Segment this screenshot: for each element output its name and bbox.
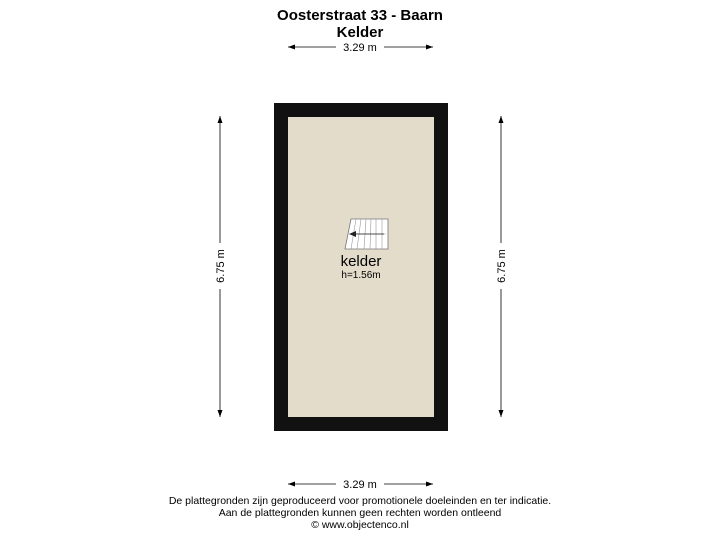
top-dimension: 3.29 m [288,40,433,54]
room-name-label: kelder [341,253,382,270]
room-height-label: h=1.56m [341,270,380,281]
left-dimension-label: 6.75 m [215,249,227,283]
right-dimension-label: 6.75 m [496,249,508,283]
staircase-icon [344,218,389,250]
right-dimension: 6.75 m [494,116,508,417]
copyright-line: © www.objectenco.nl [311,519,409,531]
disclaimer-line-2: Aan de plattegronden kunnen geen rechten… [218,507,502,519]
disclaimer-line-1: De plattegronden zijn geproduceerd voor … [168,495,552,507]
left-dimension: 6.75 m [213,116,227,417]
kelder-floor [288,117,434,417]
bottom-dimension-label: 3.29 m [343,479,377,491]
top-dimension-label: 3.29 m [343,42,377,54]
floorplan-address-title: Oosterstraat 33 - Baarn [277,7,443,24]
bottom-dimension: 3.29 m [288,477,433,491]
floor-name-title: Kelder [336,24,384,41]
